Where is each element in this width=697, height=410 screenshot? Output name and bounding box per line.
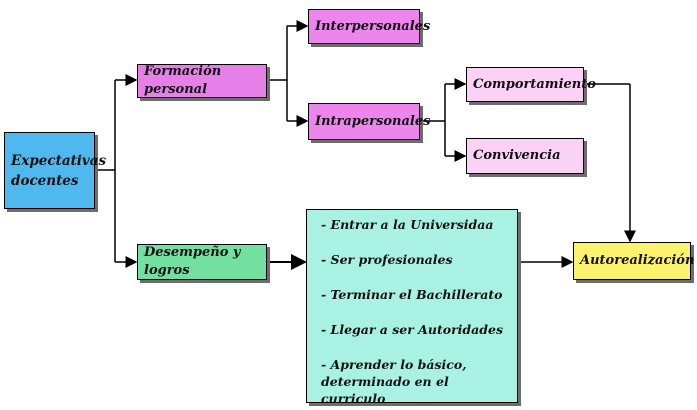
node-comportamiento: Comportamiento xyxy=(466,67,596,102)
node-desempeno-logros: Desempeño y logros xyxy=(137,244,267,280)
node-convivencia-label: Convivencia xyxy=(473,148,561,163)
node-intrapersonales-label: Intrapersonales xyxy=(315,113,431,129)
node-interpersonales: Interpersonales xyxy=(308,9,430,44)
logros-list-item: - Aprender lo básico, determinado en el … xyxy=(321,357,467,406)
node-desempeno-label: Desempeño y logros xyxy=(144,245,241,278)
node-formacion-label: Formación personal xyxy=(144,64,222,97)
node-comportamiento-label: Comportamiento xyxy=(473,76,596,92)
node-interpersonales-label: Interpersonales xyxy=(315,18,431,34)
node-convivencia: Convivencia xyxy=(466,138,584,174)
logros-list-item: - Terminar el Bachillerato xyxy=(321,287,503,302)
node-expectativas-label: Expectativas docentes xyxy=(11,152,107,189)
logros-list-item: - Ser profesionales xyxy=(321,252,453,267)
node-autorrealizacion: Autorealización xyxy=(573,242,695,280)
node-autorrealizacion-label: Autorealización xyxy=(580,253,695,268)
node-formacion-personal: Formación personal xyxy=(137,64,267,98)
logros-list-item: - Entrar a la Universidaa xyxy=(321,217,494,232)
node-logros-list: - Entrar a la Universidaa - Ser profesio… xyxy=(306,209,518,406)
node-intrapersonales: Intrapersonales xyxy=(308,103,430,140)
node-expectativas-docentes: Expectativas docentes xyxy=(4,132,106,209)
logros-list-item: - Llegar a ser Autoridades xyxy=(321,322,503,337)
